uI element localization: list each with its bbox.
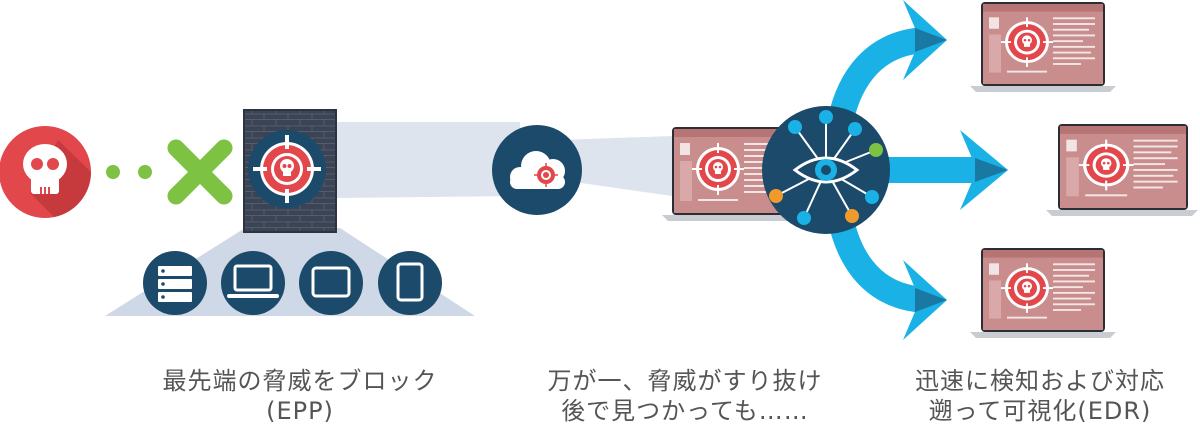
firewall-target-icon: [243, 109, 337, 233]
infected-laptop-top: [970, 2, 1116, 92]
caption-edr-line1: 迅速に検知および対応: [915, 367, 1165, 395]
x-mark-icon: [167, 139, 233, 205]
caption-epp: 最先端の脅威をブロック (EPP): [110, 366, 490, 426]
skull-icon: [0, 126, 91, 218]
caption-edr-line2: 遡って可視化(EDR): [928, 397, 1152, 425]
eye-sensor-icon: [762, 106, 890, 234]
infected-laptop-bottom: [970, 248, 1116, 338]
tablet-landscape-icon: [299, 251, 363, 315]
dotted-connector: [106, 165, 152, 179]
caption-edr: 迅速に検知および対応 遡って可視化(EDR): [880, 366, 1200, 426]
laptop-icon: [221, 251, 285, 315]
cloud-beam: [560, 135, 700, 200]
server-icon: [143, 251, 207, 315]
caption-epp-line1: 最先端の脅威をブロック: [162, 367, 438, 395]
tablet-portrait-icon: [378, 251, 442, 315]
cloud-target-icon: [492, 125, 582, 215]
infected-laptop-middle: [1046, 124, 1198, 216]
infected-laptop-center: [662, 127, 806, 221]
caption-bypass-line2: 後で見つかっても……: [561, 397, 809, 425]
caption-bypass: 万が一、脅威がすり抜け 後で見つかっても……: [520, 366, 850, 426]
caption-bypass-line1: 万が一、脅威がすり抜け: [547, 367, 823, 395]
firewall-beam: [335, 122, 520, 198]
caption-epp-line2: (EPP): [266, 397, 334, 425]
